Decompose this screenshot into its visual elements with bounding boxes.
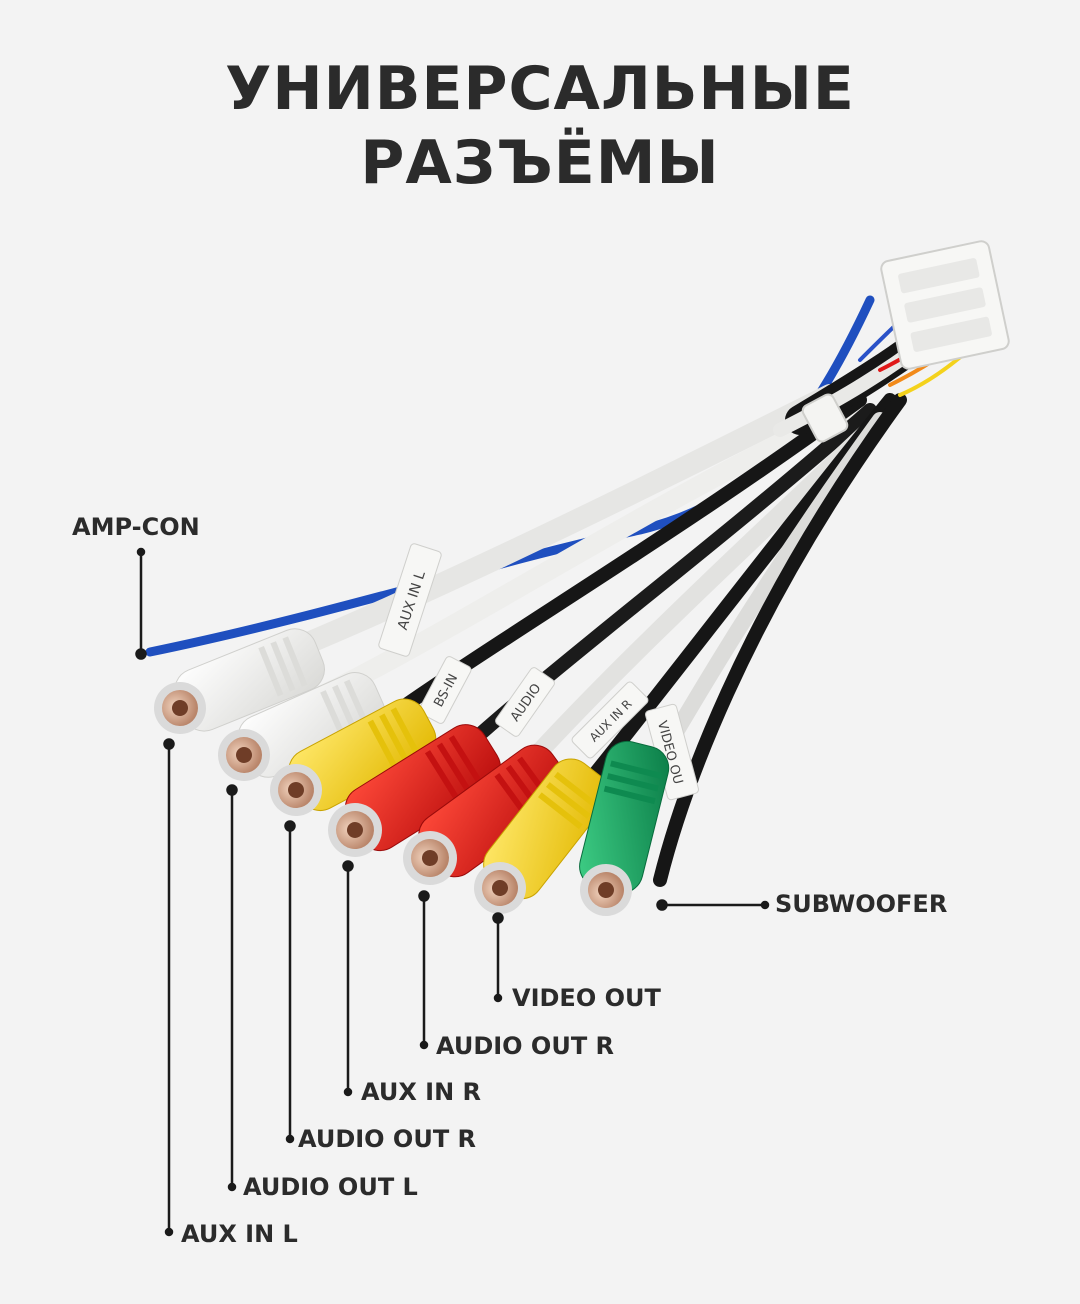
label-audio-out-r-1: AUDIO OUT R bbox=[298, 1125, 477, 1153]
wire-tags: AUX IN L BS-IN AUDIO AUX IN R VIDEO OU bbox=[378, 543, 699, 801]
leader-aux-in-l bbox=[163, 738, 175, 1237]
leader-audio-out-r-2 bbox=[418, 890, 430, 1050]
black-wire-4 bbox=[653, 393, 907, 887]
callout-lines bbox=[135, 547, 770, 1237]
rca-white-audio-out-l bbox=[218, 672, 386, 781]
rca-connectors bbox=[154, 628, 670, 916]
leader-subwoofer bbox=[656, 899, 770, 911]
label-video-out: VIDEO OUT bbox=[512, 984, 661, 1012]
title-line-2: РАЗЪЁМЫ bbox=[360, 128, 720, 198]
rca-green-subwoofer bbox=[579, 740, 670, 916]
label-audio-out-r-2: AUDIO OUT R bbox=[436, 1032, 615, 1060]
cable-tie bbox=[801, 393, 849, 443]
label-subwoofer: SUBWOOFER bbox=[775, 890, 948, 918]
rca-yellow-audio-out-r bbox=[270, 698, 437, 816]
leader-amp-con bbox=[135, 547, 147, 660]
label-audio-out-l: AUDIO OUT L bbox=[243, 1173, 418, 1201]
wire-tag-aux-in-l: AUX IN L bbox=[378, 543, 442, 657]
leader-aux-in-r bbox=[342, 860, 354, 1097]
rca-red-aux-in-r bbox=[328, 724, 501, 857]
wire-tag-bs-in: BS-IN bbox=[418, 656, 472, 724]
leader-audio-out-l bbox=[226, 784, 238, 1192]
page-title: УНИВЕРСАЛЬНЫЕ РАЗЪЁМЫ bbox=[0, 52, 1080, 200]
leader-audio-out-r-1 bbox=[284, 820, 296, 1144]
label-amp-con: AMP-CON bbox=[72, 513, 200, 541]
wire-tag-audio: AUDIO bbox=[495, 667, 555, 737]
multi-pin-plug bbox=[880, 240, 1010, 370]
label-aux-in-r: AUX IN R bbox=[361, 1078, 482, 1106]
label-aux-in-l: AUX IN L bbox=[181, 1220, 298, 1248]
rca-yellow-video-out bbox=[474, 758, 610, 914]
rca-white-aux-in-l bbox=[154, 628, 325, 734]
title-line-1: УНИВЕРСАЛЬНЫЕ bbox=[225, 54, 855, 124]
leader-video-out bbox=[492, 912, 504, 1003]
